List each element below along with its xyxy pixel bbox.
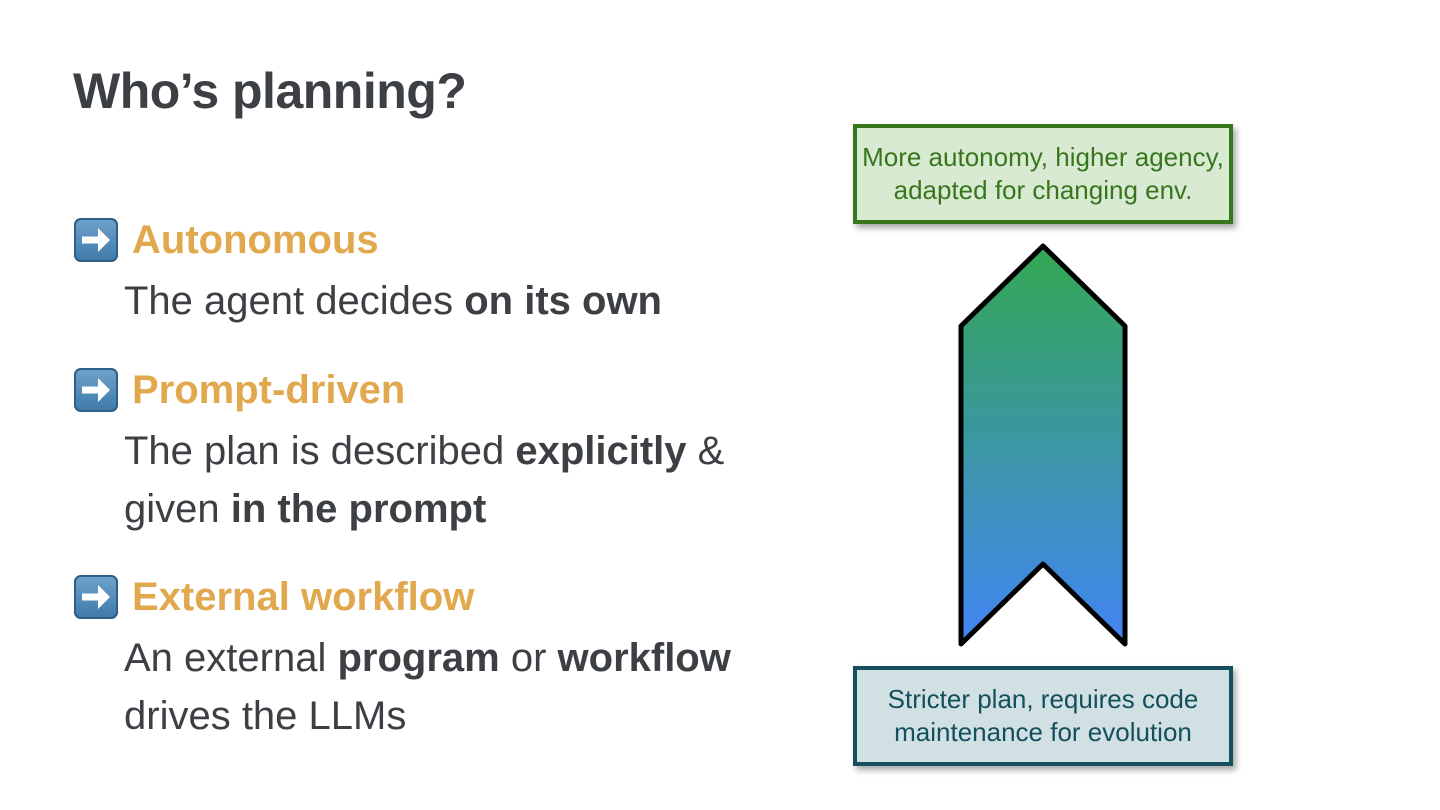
right-arrow-icon xyxy=(74,218,118,262)
bottom-box-line2: maintenance for evolution xyxy=(894,717,1192,747)
top-box-line2: adapted for changing env. xyxy=(893,175,1193,205)
list-item-prompt-driven: Prompt-driven The plan is described expl… xyxy=(74,366,764,538)
slide-title: Who’s planning? xyxy=(73,63,467,119)
right-arrow-icon xyxy=(74,575,118,619)
item-description: The plan is described explicitly & given… xyxy=(124,429,725,531)
bottom-box-line1: Stricter plan, requires code xyxy=(887,684,1199,714)
item-title: Prompt-driven xyxy=(132,367,406,412)
chevron-up-arrow-shape xyxy=(958,243,1128,647)
item-title: External workflow xyxy=(132,574,475,619)
item-description: The agent decides on its own xyxy=(124,279,662,323)
list-item-external-workflow: External workflow An external program or… xyxy=(74,573,774,745)
list-item-autonomous: Autonomous The agent decides on its own xyxy=(74,216,744,330)
more-autonomy-box: More autonomy, higher agency, adapted fo… xyxy=(853,124,1233,224)
stricter-plan-box: Stricter plan, requires code maintenance… xyxy=(853,666,1233,766)
item-title: Autonomous xyxy=(132,217,379,262)
right-arrow-icon xyxy=(74,368,118,412)
top-box-line1: More autonomy, higher agency, xyxy=(862,142,1224,172)
item-description: An external program or workflow drives t… xyxy=(124,636,731,738)
